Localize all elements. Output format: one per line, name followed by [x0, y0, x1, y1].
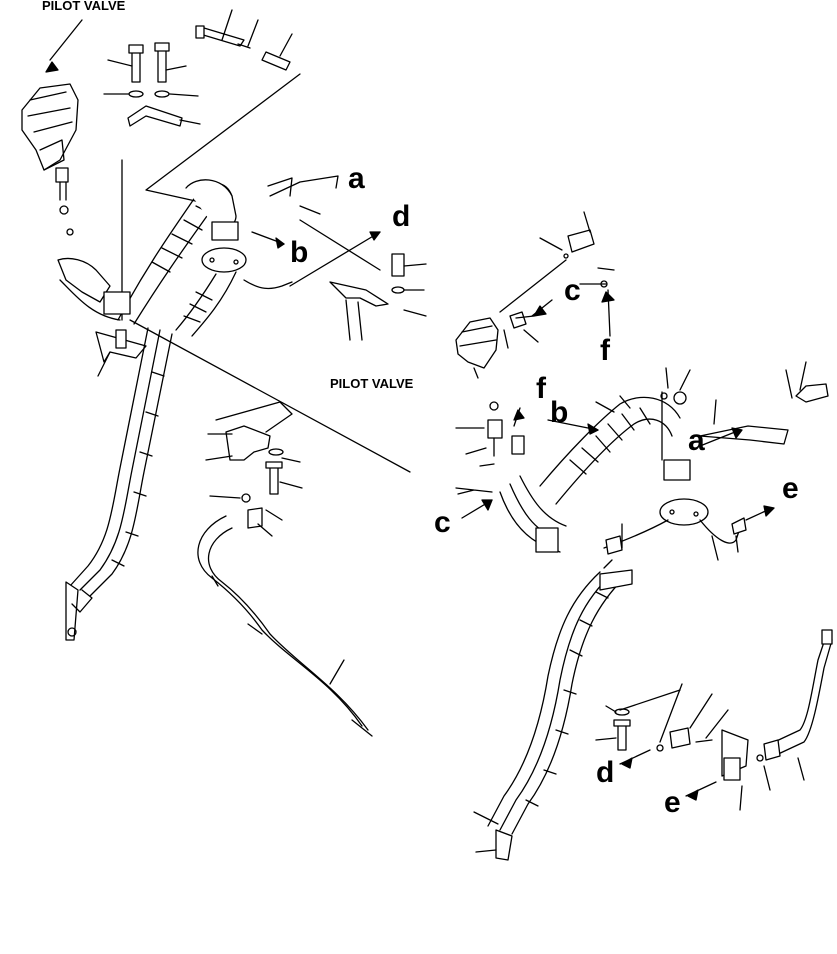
bracket-mid [329, 253, 427, 341]
ref-label-c: c [434, 506, 451, 539]
hose-center-bottom [197, 515, 373, 737]
pilot-valve-left [21, 19, 83, 236]
hose-bottom-right [763, 629, 833, 761]
hose-bundle-right [499, 396, 747, 555]
bracket-bottom-right [595, 683, 805, 811]
arrows-left [251, 175, 381, 287]
ref-label-f: f [600, 334, 610, 367]
ref-label-e: e [782, 472, 799, 505]
leader-diagonal [129, 319, 411, 473]
ref-label-d: d [392, 200, 411, 233]
ref-label-c: c [564, 274, 581, 307]
ref-label-e: e [664, 786, 681, 819]
ref-label-a: a [348, 162, 365, 195]
ref-label-d: d [596, 756, 615, 789]
ref-label-f: f [536, 372, 546, 405]
bracket-center [205, 401, 303, 537]
long-hose-right [473, 559, 633, 861]
bracket-left [57, 257, 147, 377]
ref-label-b: b [550, 396, 569, 429]
ref-label-b: b [290, 236, 309, 269]
arrows-right [547, 361, 829, 561]
hose-bundle-left [117, 179, 293, 337]
pilot-valve-right [455, 211, 615, 379]
title-pilot-valve-left: PILOT VALVE [42, 0, 126, 13]
fittings-right [455, 401, 525, 519]
long-hose-left [65, 327, 173, 641]
title-pilot-valve-right: PILOT VALVE [330, 376, 414, 391]
ref-label-a: a [688, 424, 705, 457]
bolt-set-top [103, 9, 301, 321]
